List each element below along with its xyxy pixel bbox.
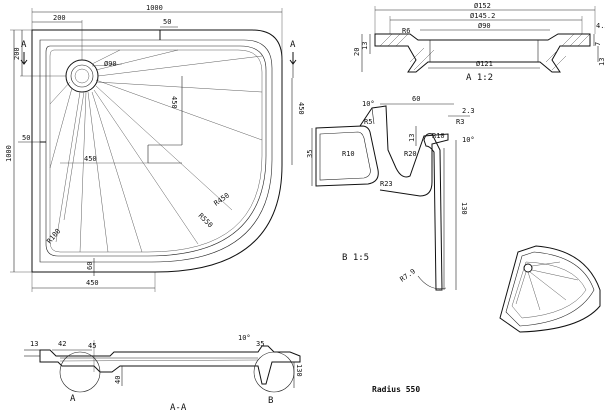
dim-13b: 13 xyxy=(598,58,605,66)
aa-dim-10deg: 10° xyxy=(238,334,251,342)
dim-bottom-60: 60 xyxy=(86,262,94,270)
section-a-label: A 1:2 xyxy=(466,73,493,83)
dim-right-450: 450 xyxy=(297,102,305,115)
dim-inner-450-h: 450 xyxy=(84,155,97,163)
drain-cross-section xyxy=(374,33,591,73)
dim-height: 1000 xyxy=(5,145,13,162)
dim-r10a: R10 xyxy=(432,132,445,140)
section-marker-right: A xyxy=(290,40,296,50)
section-marker-left: A xyxy=(21,40,27,50)
dim-drain: Ø90 xyxy=(104,60,117,68)
plan-view: 1000 200 50 1000 200 50 A A 450 Ø90 450 … xyxy=(5,4,305,292)
rim-profile xyxy=(315,125,379,187)
dim-r5: R5 xyxy=(364,118,372,126)
dim-left-50: 50 xyxy=(22,134,30,142)
tray-basin xyxy=(45,45,267,257)
tray-outline xyxy=(31,29,283,273)
dim-35-b: 35 xyxy=(306,150,314,158)
section-arrow-left xyxy=(20,52,28,65)
tray-rim xyxy=(39,39,273,263)
aa-marker-b: B xyxy=(268,396,273,406)
tray-basin-inner xyxy=(49,49,263,253)
hatching xyxy=(379,33,591,71)
section-arrow-right xyxy=(289,52,297,65)
dim-152: Ø152 xyxy=(474,2,491,10)
dim-121: Ø121 xyxy=(476,60,493,68)
dim-145: Ø145.2 xyxy=(470,12,495,20)
aa-dim-130: 130 xyxy=(295,364,303,377)
aa-circle-b xyxy=(253,351,295,393)
iso-tray-outer xyxy=(499,245,601,333)
dim-r3: R3 xyxy=(456,118,464,126)
dim-r100: R100 xyxy=(45,227,62,245)
dim-inner-450-v: 450 xyxy=(170,96,178,109)
aa-profile xyxy=(39,345,301,385)
detail-b: 60 10° 2.3 R5 R3 R10 10° 13 35 R10 R20 R… xyxy=(306,95,475,291)
dim-r450: R450 xyxy=(213,191,231,207)
dim-4-5: 4.5 xyxy=(596,22,605,30)
dim-side-200: 200 xyxy=(13,47,21,60)
dim-r23: R23 xyxy=(380,180,393,188)
aa-label: A-A xyxy=(170,403,187,413)
section-a-detail: Ø152 Ø145.2 Ø90 R6 20 13 4.5 7 xyxy=(353,2,605,83)
aa-circle-a xyxy=(59,351,101,393)
section-aa: A B 13 42 45 10° 35 40 130 A-A xyxy=(24,334,303,413)
dim-r79: R7.9 xyxy=(399,267,417,283)
slope-lines xyxy=(49,49,263,253)
detail-b-label: B 1:5 xyxy=(342,253,369,263)
dim-90: Ø90 xyxy=(478,22,491,30)
dim-top-200: 200 xyxy=(53,14,66,22)
drain-core xyxy=(74,68,90,84)
dim-60: 60 xyxy=(412,95,420,103)
aa-dim-45: 45 xyxy=(88,342,96,350)
dim-2-3: 2.3 xyxy=(462,107,475,115)
aa-dim-13: 13 xyxy=(30,340,38,348)
dim-r550: R550 xyxy=(197,212,215,230)
dim-10deg-a: 10° xyxy=(362,100,375,108)
dim-top-50: 50 xyxy=(163,18,171,26)
aa-dim-35: 35 xyxy=(256,340,264,348)
aa-dim-40: 40 xyxy=(114,376,122,384)
dim-r20: R20 xyxy=(404,150,417,158)
drain-inner xyxy=(70,64,94,88)
dim-r6: R6 xyxy=(402,27,410,35)
dim-7: 7 xyxy=(594,42,602,46)
isometric-view xyxy=(499,245,601,333)
dim-20: 20 xyxy=(353,48,361,56)
dim-width: 1000 xyxy=(146,4,163,12)
dim-10deg-b: 10° xyxy=(462,136,475,144)
aa-dim-42: 42 xyxy=(58,340,66,348)
caption: Radius 550 xyxy=(372,384,420,394)
tray-wall-profile xyxy=(423,133,443,291)
dim-r10b: R10 xyxy=(342,150,355,158)
dim-130-b: 130 xyxy=(460,202,468,215)
dim-13-b: 13 xyxy=(408,134,416,142)
dim-13: 13 xyxy=(361,42,369,50)
iso-drain xyxy=(523,263,533,273)
aa-marker-a: A xyxy=(70,394,76,404)
dim-bottom-450: 450 xyxy=(86,279,99,287)
